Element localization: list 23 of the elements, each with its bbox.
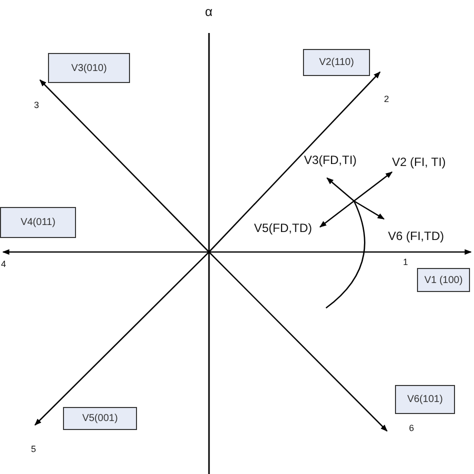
vector-label: V6 (FI,TD) [388, 230, 444, 242]
vector-number: 1 [403, 258, 408, 267]
vector-number: 4 [1, 260, 6, 269]
label-box: V4(011) [0, 207, 76, 238]
label-box: V5(001) [63, 407, 137, 430]
vector-number: 5 [31, 445, 36, 454]
vector-arrow [208, 72, 380, 252]
label-box: V3(010) [48, 53, 130, 83]
axis-label: α [205, 5, 213, 18]
vector-label: V3(FD,TI) [304, 154, 357, 166]
vector-label: V5(FD,TD) [254, 222, 312, 234]
label-box: V1 (100) [417, 268, 470, 292]
vector-label: V2 (FI, TI) [392, 156, 446, 168]
vector-arrow [208, 252, 388, 432]
vector-arrow [34, 252, 210, 426]
vector-number: 6 [409, 424, 414, 433]
vector-arrow [209, 249, 472, 255]
vector-number: 3 [34, 101, 40, 110]
vector-number: 2 [384, 95, 390, 104]
vector-arrow [2, 249, 209, 255]
vector-arrow [40, 80, 210, 252]
label-box: V2(110) [303, 49, 370, 76]
label-box: V6(101) [395, 385, 455, 414]
